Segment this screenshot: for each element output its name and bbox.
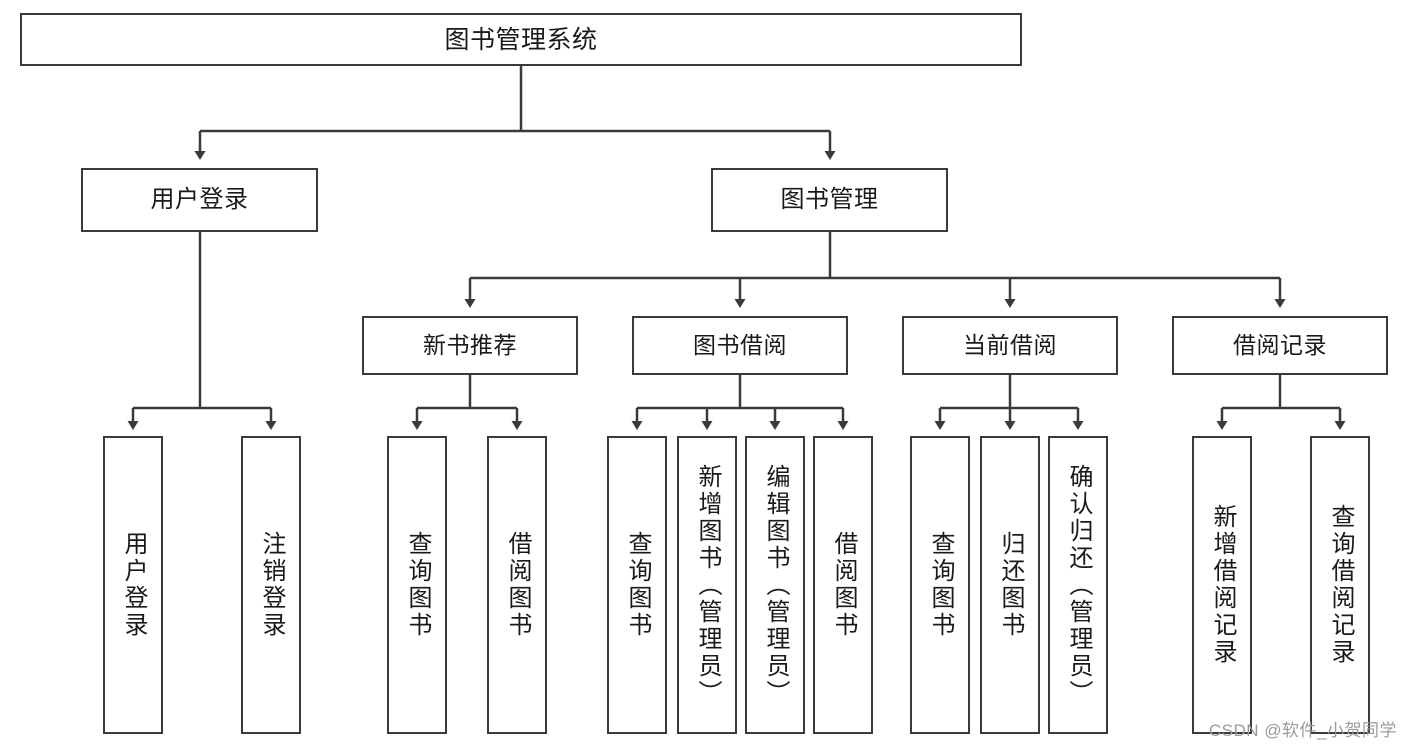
node-book-borrow[interactable]: 图书借阅 [632,316,848,375]
leaf-record-query-label: 查询借阅记录 [1326,504,1354,666]
leaf-user-login-signin[interactable]: 用户登录 [103,436,163,734]
node-root-label: 图书管理系统 [444,25,598,54]
leaf-current-return-book[interactable]: 归还图书 [980,436,1040,734]
leaf-borrow-add-book[interactable]: 新增图书（管理员） [677,436,737,734]
watermark-text: CSDN @软件_小贺同学 [1208,721,1397,740]
leaf-new-book-borrow-label: 借阅图书 [503,531,531,639]
leaf-current-query-book-label: 查询图书 [926,531,954,639]
node-user-login-label: 用户登录 [150,185,249,213]
node-borrow-record[interactable]: 借阅记录 [1172,316,1388,375]
leaf-borrow-borrow-book[interactable]: 借阅图书 [813,436,873,734]
leaf-borrow-borrow-book-label: 借阅图书 [829,531,857,639]
node-current-borrow[interactable]: 当前借阅 [902,316,1118,375]
node-book-management[interactable]: 图书管理 [711,168,948,232]
node-user-login[interactable]: 用户登录 [81,168,318,232]
leaf-current-return-book-label: 归还图书 [996,531,1024,639]
node-new-book-recommend-label: 新书推荐 [423,331,517,358]
node-book-borrow-label: 图书借阅 [693,331,787,358]
leaf-user-login-signin-label: 用户登录 [119,531,147,639]
node-book-management-label: 图书管理 [780,185,879,213]
leaf-borrow-query-book-label: 查询图书 [623,531,651,639]
node-new-book-recommend[interactable]: 新书推荐 [362,316,578,375]
leaf-user-login-signout[interactable]: 注销登录 [241,436,301,734]
node-borrow-record-label: 借阅记录 [1233,331,1327,358]
node-root[interactable]: 图书管理系统 [20,13,1022,66]
node-current-borrow-label: 当前借阅 [963,331,1057,358]
leaf-borrow-edit-book[interactable]: 编辑图书（管理员） [745,436,805,734]
leaf-new-book-borrow[interactable]: 借阅图书 [487,436,547,734]
leaf-user-login-signout-label: 注销登录 [257,531,285,639]
leaf-borrow-add-book-label: 新增图书（管理员） [693,463,721,707]
leaf-record-add[interactable]: 新增借阅记录 [1192,436,1252,734]
leaf-record-query[interactable]: 查询借阅记录 [1310,436,1370,734]
leaf-borrow-edit-book-label: 编辑图书（管理员） [761,463,789,707]
leaf-current-confirm-return-label: 确认归还（管理员） [1064,463,1092,707]
leaf-current-confirm-return[interactable]: 确认归还（管理员） [1048,436,1108,734]
leaf-current-query-book[interactable]: 查询图书 [910,436,970,734]
leaf-borrow-query-book[interactable]: 查询图书 [607,436,667,734]
leaf-new-book-query-label: 查询图书 [403,531,431,639]
leaf-new-book-query[interactable]: 查询图书 [387,436,447,734]
leaf-record-add-label: 新增借阅记录 [1208,504,1236,666]
